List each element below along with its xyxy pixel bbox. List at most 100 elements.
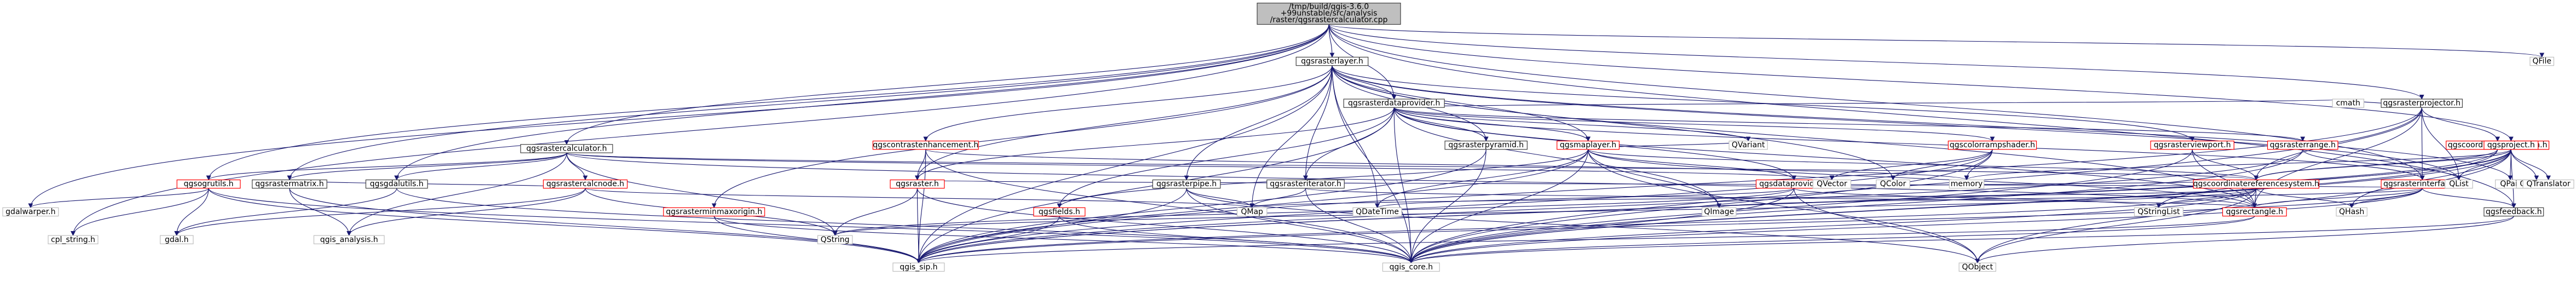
edge-qgsrasterviewport_h-to-qgsrectangle_h [2192, 149, 2257, 209]
edge-qgsogrutils_h-to-gdalwarper_h [28, 188, 209, 209]
node-label: qgsrasterdataprovider.h [1348, 99, 1440, 108]
node-qgsrasterviewport-h[interactable]: qgsrasterviewport.h [2150, 140, 2234, 150]
node-box [2150, 140, 2234, 150]
node-label: qgsrasterpyramid.h [1448, 141, 1524, 149]
node-qgsrasteriterator-h[interactable]: qgsrasteriterator.h [1266, 179, 1345, 189]
node-box [2267, 140, 2338, 150]
edge-qgsrasteriterator_h-to-qmap [1249, 188, 1306, 209]
node-label: QHash [2339, 208, 2364, 216]
node-qgsrasterminmaxorigin-h[interactable]: qgsrasterminmaxorigin.h [663, 207, 765, 217]
node-box [817, 235, 853, 245]
node-label: qgsrastermatrix.h [255, 180, 324, 188]
edge-qgsrasterprojector_h-to-qgscoordinatetransform_h [2421, 107, 2500, 142]
node-label: QImage [1704, 208, 1734, 216]
node-box [1266, 179, 1345, 189]
node-box [2222, 207, 2287, 217]
edge-qgsmaplayer_h-to-qgscoordinatereferencesystem_h [1588, 149, 2258, 181]
node-qgscontrastenhancement-h[interactable]: qgscontrastenhancement.h [872, 140, 979, 150]
node-qgsrectangle-h[interactable]: qgsrectangle.h [2222, 207, 2287, 217]
edge-qgsfeedback_h-to-qgis_core_h [1409, 216, 2514, 264]
node-qgsproject-h[interactable]: qgsproject.h [2483, 140, 2539, 150]
node-qgsrasterrange-h[interactable]: qgsrasterrange.h [2267, 140, 2338, 150]
node-label: qgsproject.h [2487, 141, 2535, 149]
node-qgsrasterdataprovider-h[interactable]: qgsrasterdataprovider.h [1343, 99, 1445, 108]
edge-qgsrastercalculator_h-to-qgsgdalutils_h [394, 152, 567, 181]
node-label: cpl_string.h [51, 235, 95, 244]
dependency-nodes: /tmp/build/qgis-3.6.0+99unstable/src/ana… [2, 3, 2574, 272]
node-qgsrastermatrix-h[interactable]: qgsrastermatrix.h [252, 179, 327, 189]
edge-qgsrasterdataprovider_h-to-qgscolorrampshader_h [1393, 107, 1995, 142]
edge-qgscoordinatereferencesystem_h-to-qgis_core_h [1409, 188, 2257, 264]
edge-root-to-qgsgdalutils_h [394, 24, 1329, 181]
edge-root-to-qgsrasterinterface_h [1328, 24, 2425, 181]
edge-qgsproject_h-to-qhash [2349, 149, 2511, 209]
node-box [2, 207, 59, 217]
node-box [1382, 262, 1440, 272]
node-qgsmaplayer-h[interactable]: qgsmaplayer.h [1557, 140, 1620, 150]
node-box [2529, 56, 2555, 66]
edge-qgsmaplayer_h-to-qobject [1588, 149, 1980, 264]
node-qlist: QList [2445, 179, 2473, 189]
node-label: qgscolorrampshader.h [1950, 141, 2035, 149]
edge-root-to-qgsrastermatrix_h [287, 24, 1329, 181]
node-qgsraster-h[interactable]: qgsraster.h [890, 179, 945, 189]
edge-qgscolorrampshader_h-to-qvector [1829, 149, 1993, 181]
node-label: qgsgdalutils.h [370, 180, 423, 188]
edge-qgsproject_h-to-qobject [1975, 149, 2511, 264]
node-qgsgdalutils-h[interactable]: qgsgdalutils.h [365, 179, 428, 189]
node-label: qgsrasterinterface.h [2383, 180, 2461, 188]
edge-qgsrasterlayer_h-to-qgsrasterminmaxorigin_h [711, 65, 1333, 209]
node-qgsrasterpipe-h[interactable]: qgsrasterpipe.h [1152, 179, 1221, 189]
node-qmap: QMap [1236, 207, 1267, 217]
node-qgsrasterpyramid-h[interactable]: qgsrasterpyramid.h [1444, 140, 1528, 150]
edge-root-to-cpl_string_h [71, 24, 1329, 236]
node-label: qgsmaplayer.h [1560, 141, 1616, 149]
edge-qgsogrutils_h-to-gdal_h [174, 188, 209, 236]
node-label: qgis_core.h [1390, 263, 1433, 272]
edge-qgsrasterprojector_h-to-qgsrectangle_h [2252, 107, 2422, 209]
edge-qgsrastercalculator_h-to-qgis_analysis_h [347, 153, 567, 236]
node-qgsrastercalcnode-h[interactable]: qgsrastercalcnode.h [543, 179, 628, 189]
node-label: cmath [2336, 99, 2360, 108]
edge-qgsraster_h-to-qgis_sip_h [916, 188, 921, 264]
edge-qgsmaplayer_h-to-qgsdataprovider_h [1588, 149, 1796, 181]
node-label: QString [821, 235, 850, 244]
node-qimage: QImage [1702, 207, 1737, 217]
node-label: gdalwarper.h [5, 208, 55, 216]
edge-qgsraster_h-to-qgis_core_h [917, 188, 1414, 264]
node-qgsogrutils-h[interactable]: qgsogrutils.h [176, 179, 241, 189]
edge-qgsmaplayer_h-to-qimage [1588, 149, 1722, 209]
edge-root-to-qgsproject_h [1328, 24, 2514, 142]
edge-qgsrasterprojector_h-to-qgscoordinatereferencesystem_h [2254, 107, 2422, 181]
edge-qgsrasterinterface_h-to-qgis_sip_h [916, 188, 2423, 264]
edge-qgsrasterinterface_h-to-qgsraster_h [916, 179, 2423, 189]
node-qgscoordinatereferencesystem-h[interactable]: qgscoordinatereferencesystem.h [2193, 179, 2320, 189]
edge-qgsrasterlayer_h-to-qpair [1332, 65, 2513, 181]
node-box [1352, 207, 1402, 217]
node-label: qgscoordinatereferencesystem.h [2193, 180, 2320, 188]
edge-qgsrectangle_h-to-qgis_core_h [1409, 216, 2255, 264]
root-label-line: +99unstable/src/analysis [1281, 9, 1378, 18]
edge-qgsrasterlayer_h-to-qgis_core_h [1332, 65, 1414, 264]
node-box [1295, 56, 1369, 66]
node-qgsfields-h[interactable]: qgsfields.h [1033, 207, 1086, 217]
node-qgsrasterinterface-h[interactable]: qgsrasterinterface.h [2381, 179, 2464, 189]
node-gdal-h: gdal.h [159, 235, 194, 245]
node-qgsrasterlayer-h[interactable]: qgsrasterlayer.h [1295, 56, 1369, 66]
edge-qgsdataprovider_h-to-qstringlist [1794, 188, 2162, 209]
node-box [2483, 140, 2539, 150]
edge-qgsrasterdataprovider_h-to-qgsrasterrange_h [1393, 107, 2305, 142]
node-qcolor: QColor [1876, 179, 1910, 189]
edge-qgsrasterviewport_h-to-qgscoordinatereferencesystem_h [2192, 149, 2259, 181]
node-label: memory [1951, 180, 1983, 188]
node-box [543, 179, 628, 189]
edge-qgsdataprovider_h-to-qstring [833, 188, 1795, 236]
node-qgsfeedback-h[interactable]: qgsfeedback.h [2483, 207, 2544, 217]
edge-qgsrasterminmaxorigin_h-to-qgis_core_h [713, 216, 1414, 264]
node-qgsrasterprojector-h[interactable]: qgsrasterprojector.h [2381, 99, 2463, 108]
node-qgsrastercalculator-h[interactable]: qgsrastercalculator.h [520, 144, 613, 153]
node-label: qgsrasterrange.h [2270, 141, 2336, 149]
node-qgscolorrampshader-h[interactable]: qgscolorrampshader.h [1947, 140, 2037, 150]
edge-qgsraster_h-to-qstring [832, 188, 918, 236]
